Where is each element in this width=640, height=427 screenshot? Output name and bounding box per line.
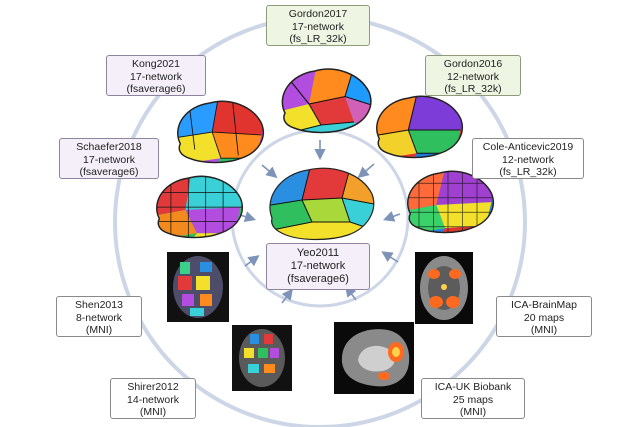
label-ica-uk-biobank: ICA-UK Biobank 25 maps (MNI) xyxy=(421,378,525,419)
arrow-kong2021 xyxy=(261,164,278,179)
brain-gordon2017-icon xyxy=(281,68,372,134)
arrow-ica-uk-biobank xyxy=(345,285,357,301)
arrow-cole-anticevic2019 xyxy=(382,211,401,222)
atlas-space: (fs_LR_32k) xyxy=(499,166,557,178)
brain-kong2021-icon xyxy=(177,100,264,164)
atlas-space: (MNI) xyxy=(459,406,487,418)
atlas-name: ICA-BrainMap xyxy=(511,299,577,311)
slice-shirer2012-icon xyxy=(232,325,292,391)
atlas-network-count: 17-network xyxy=(292,20,344,33)
atlas-map-count: 25 maps xyxy=(452,393,494,406)
label-gordon2016: Gordon2016 12-network (fs_LR_32k) xyxy=(425,55,521,96)
atlas-network-count: 12-network xyxy=(447,70,499,83)
atlas-name: Yeo2011 xyxy=(296,247,340,259)
atlas-name: Schaefer2018 xyxy=(76,141,142,153)
label-gordon2017: Gordon2017 17-network (fs_LR_32k) xyxy=(266,5,370,46)
atlas-name: Kong2021 xyxy=(132,58,180,70)
atlas-network-count: 12-network xyxy=(502,153,554,166)
label-shen2013: Shen2013 8-network (MNI) xyxy=(56,296,142,337)
arrow-gordon2016 xyxy=(357,163,375,179)
atlas-name: Gordon2016 xyxy=(443,58,503,70)
label-cole-anticevic2019: Cole-Anticevic2019 12-network (fs_LR_32k… xyxy=(472,138,584,179)
arrow-shirer2012 xyxy=(281,288,293,304)
atlas-map-count: 20 maps xyxy=(523,311,565,324)
brain-schaefer2018-icon xyxy=(156,175,243,239)
atlas-space: (MNI) xyxy=(85,324,113,336)
atlas-space: (fsaverage6) xyxy=(126,83,186,95)
atlas-network-count: 8-network xyxy=(75,311,123,324)
brain-yeo2011-icon xyxy=(269,167,375,241)
atlas-name: Cole-Anticevic2019 xyxy=(482,141,574,153)
atlas-network-count: 17-network xyxy=(130,70,182,83)
atlas-name: Shirer2012 xyxy=(127,381,179,393)
atlas-name: ICA-UK Biobank xyxy=(434,381,512,393)
label-ica-brainmap: ICA-BrainMap 20 maps (MNI) xyxy=(496,296,592,337)
slice-shen2013-icon xyxy=(167,252,229,322)
atlas-name: Shen2013 xyxy=(75,299,123,311)
slice-ica-uk-biobank-icon xyxy=(334,322,414,394)
atlas-space: (MNI) xyxy=(139,406,167,418)
atlas-space: (fs_LR_32k) xyxy=(444,83,502,95)
slice-ica-brainmap-icon xyxy=(415,252,473,324)
label-schaefer2018: Schaefer2018 17-network (fsaverage6) xyxy=(59,138,159,179)
label-kong2021: Kong2021 17-network (fsaverage6) xyxy=(106,55,206,96)
atlas-network-count: 14-network xyxy=(127,393,179,406)
label-yeo2011: Yeo2011 17-network (fsaverage6) xyxy=(266,243,370,290)
atlas-name: Gordon2017 xyxy=(288,8,348,20)
arrow-ica-brainmap xyxy=(381,251,399,263)
arrow-shen2013 xyxy=(244,255,260,267)
atlas-network-count: 17-network xyxy=(290,260,346,272)
atlas-space: (MNI) xyxy=(530,324,558,336)
arrows-group xyxy=(236,140,401,304)
label-shirer2012: Shirer2012 14-network (MNI) xyxy=(110,378,196,419)
atlas-network-count: 17-network xyxy=(83,153,135,166)
brain-gordon2016-icon xyxy=(376,95,463,159)
atlas-space: (fsaverage6) xyxy=(287,273,349,285)
atlas-space: (fsaverage6) xyxy=(79,166,139,178)
atlas-space: (fs_LR_32k) xyxy=(289,33,347,45)
